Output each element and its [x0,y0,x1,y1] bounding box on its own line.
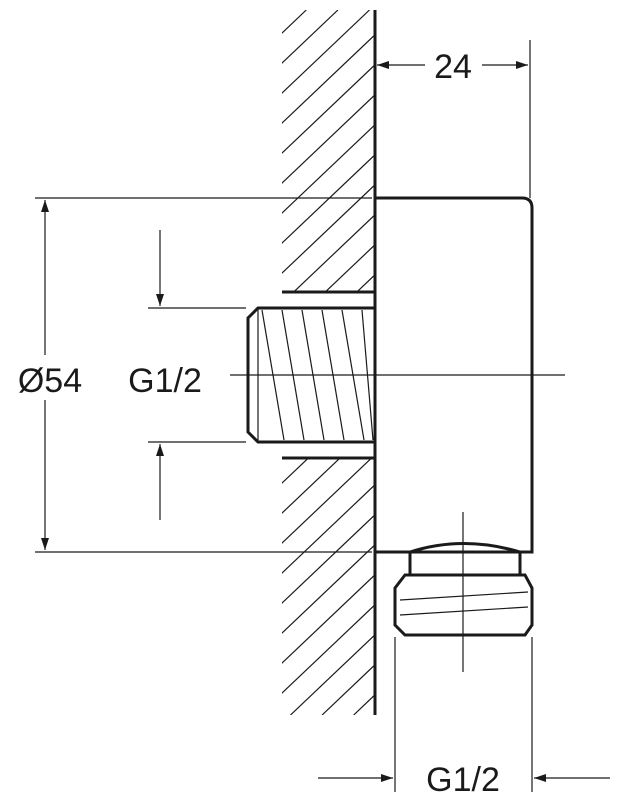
hatch-line [282,509,375,606]
hatch-line [282,119,375,216]
hatch-line [282,89,375,186]
hatch-line [282,479,375,576]
hatch-line [282,569,375,666]
hatch-line [282,419,375,516]
nut-thread-line [399,591,529,601]
outlet-thread-label: G1/2 [426,761,500,799]
diameter-dimension-label: Ø54 [18,362,82,400]
outlet-body [375,196,534,554]
hatch-line [282,10,339,66]
inlet-thread-label: G1/2 [128,362,202,400]
hatch-line [353,689,375,715]
hatch-line [290,629,375,715]
hatch-line [282,539,375,636]
hatch-line [282,209,375,306]
hatch-line [282,29,375,126]
depth-dimension-label: 24 [434,48,472,86]
hatch-line [321,659,375,715]
hatch-line [282,239,375,336]
outlet-nut-collar [408,542,522,577]
nut-thread-line [399,606,529,616]
hatch-line [282,449,375,546]
hatch-line [282,389,375,486]
hatch-line [282,10,370,96]
hatch-line [282,59,375,156]
wall-hatching [282,10,375,715]
hatch-line [282,10,307,36]
outlet-nut [393,573,534,637]
hatch-line [282,599,375,696]
hatch-line [282,179,375,276]
